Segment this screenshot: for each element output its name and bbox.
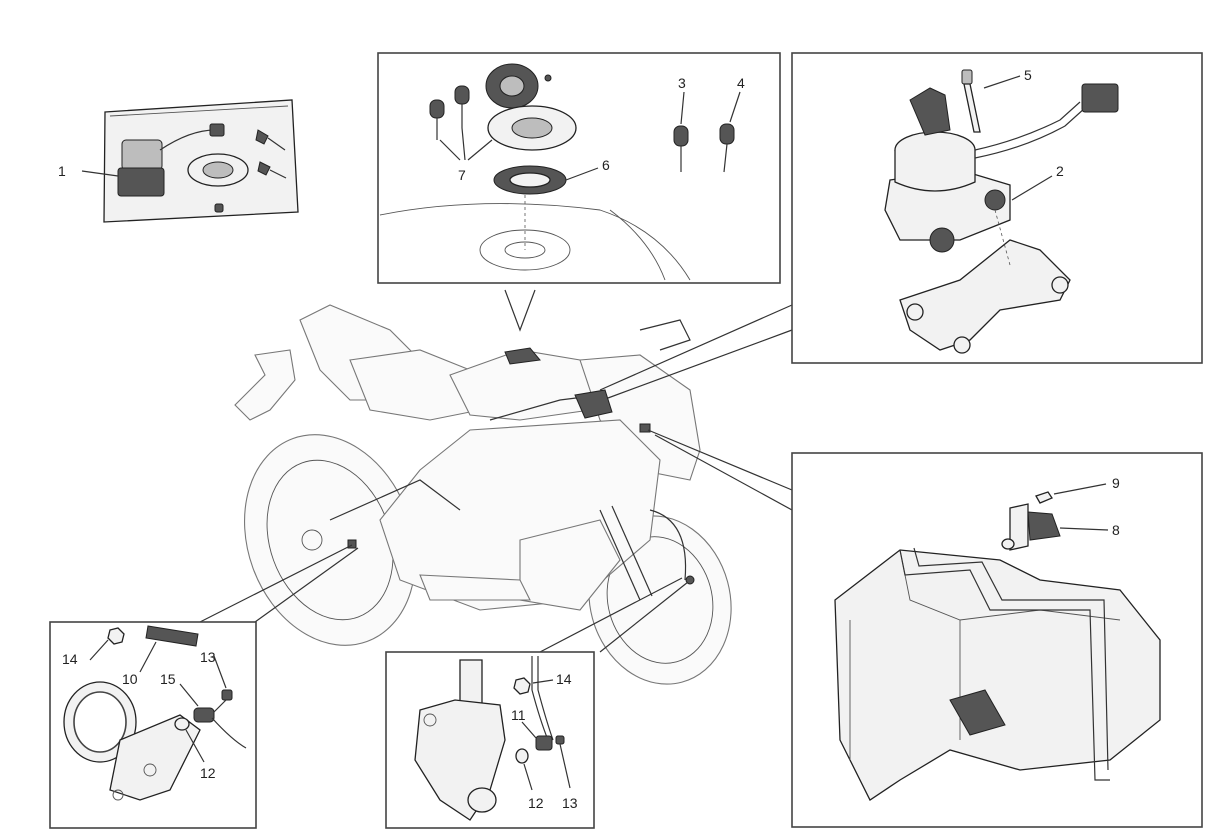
callout-14a: 14	[62, 651, 78, 667]
callout-5: 5	[1024, 67, 1032, 83]
callout-9: 9	[1112, 475, 1120, 491]
panel-leader-lines	[199, 289, 793, 653]
callout-15: 15	[160, 671, 176, 687]
callout-13a: 13	[200, 649, 216, 665]
callout-12a: 12	[200, 765, 216, 781]
callout-12b: 12	[528, 795, 544, 811]
ignition-switch-panel: 5 2	[791, 52, 1203, 364]
motorcycle-illustration	[234, 304, 732, 685]
callout-14b: 14	[556, 671, 572, 687]
callout-10: 10	[122, 671, 138, 687]
callout-3: 3	[678, 75, 686, 91]
callout-1: 1	[58, 163, 66, 179]
kit-box-panel: 1	[58, 99, 299, 223]
callout-13b: 13	[562, 795, 578, 811]
callout-6: 6	[602, 157, 610, 173]
callout-7: 7	[458, 167, 466, 183]
airbox-panel: 8 9	[791, 452, 1203, 828]
callout-2: 2	[1056, 163, 1064, 179]
callout-11: 11	[511, 707, 526, 723]
callout-4: 4	[737, 75, 745, 91]
front-sensor-panel: 14 11 12 13	[385, 651, 595, 829]
fuel-cap-panel: 7 6 3 4	[377, 52, 781, 284]
callout-8: 8	[1112, 522, 1120, 538]
rear-sensor-panel: 14 10 15 13 12	[49, 621, 257, 829]
